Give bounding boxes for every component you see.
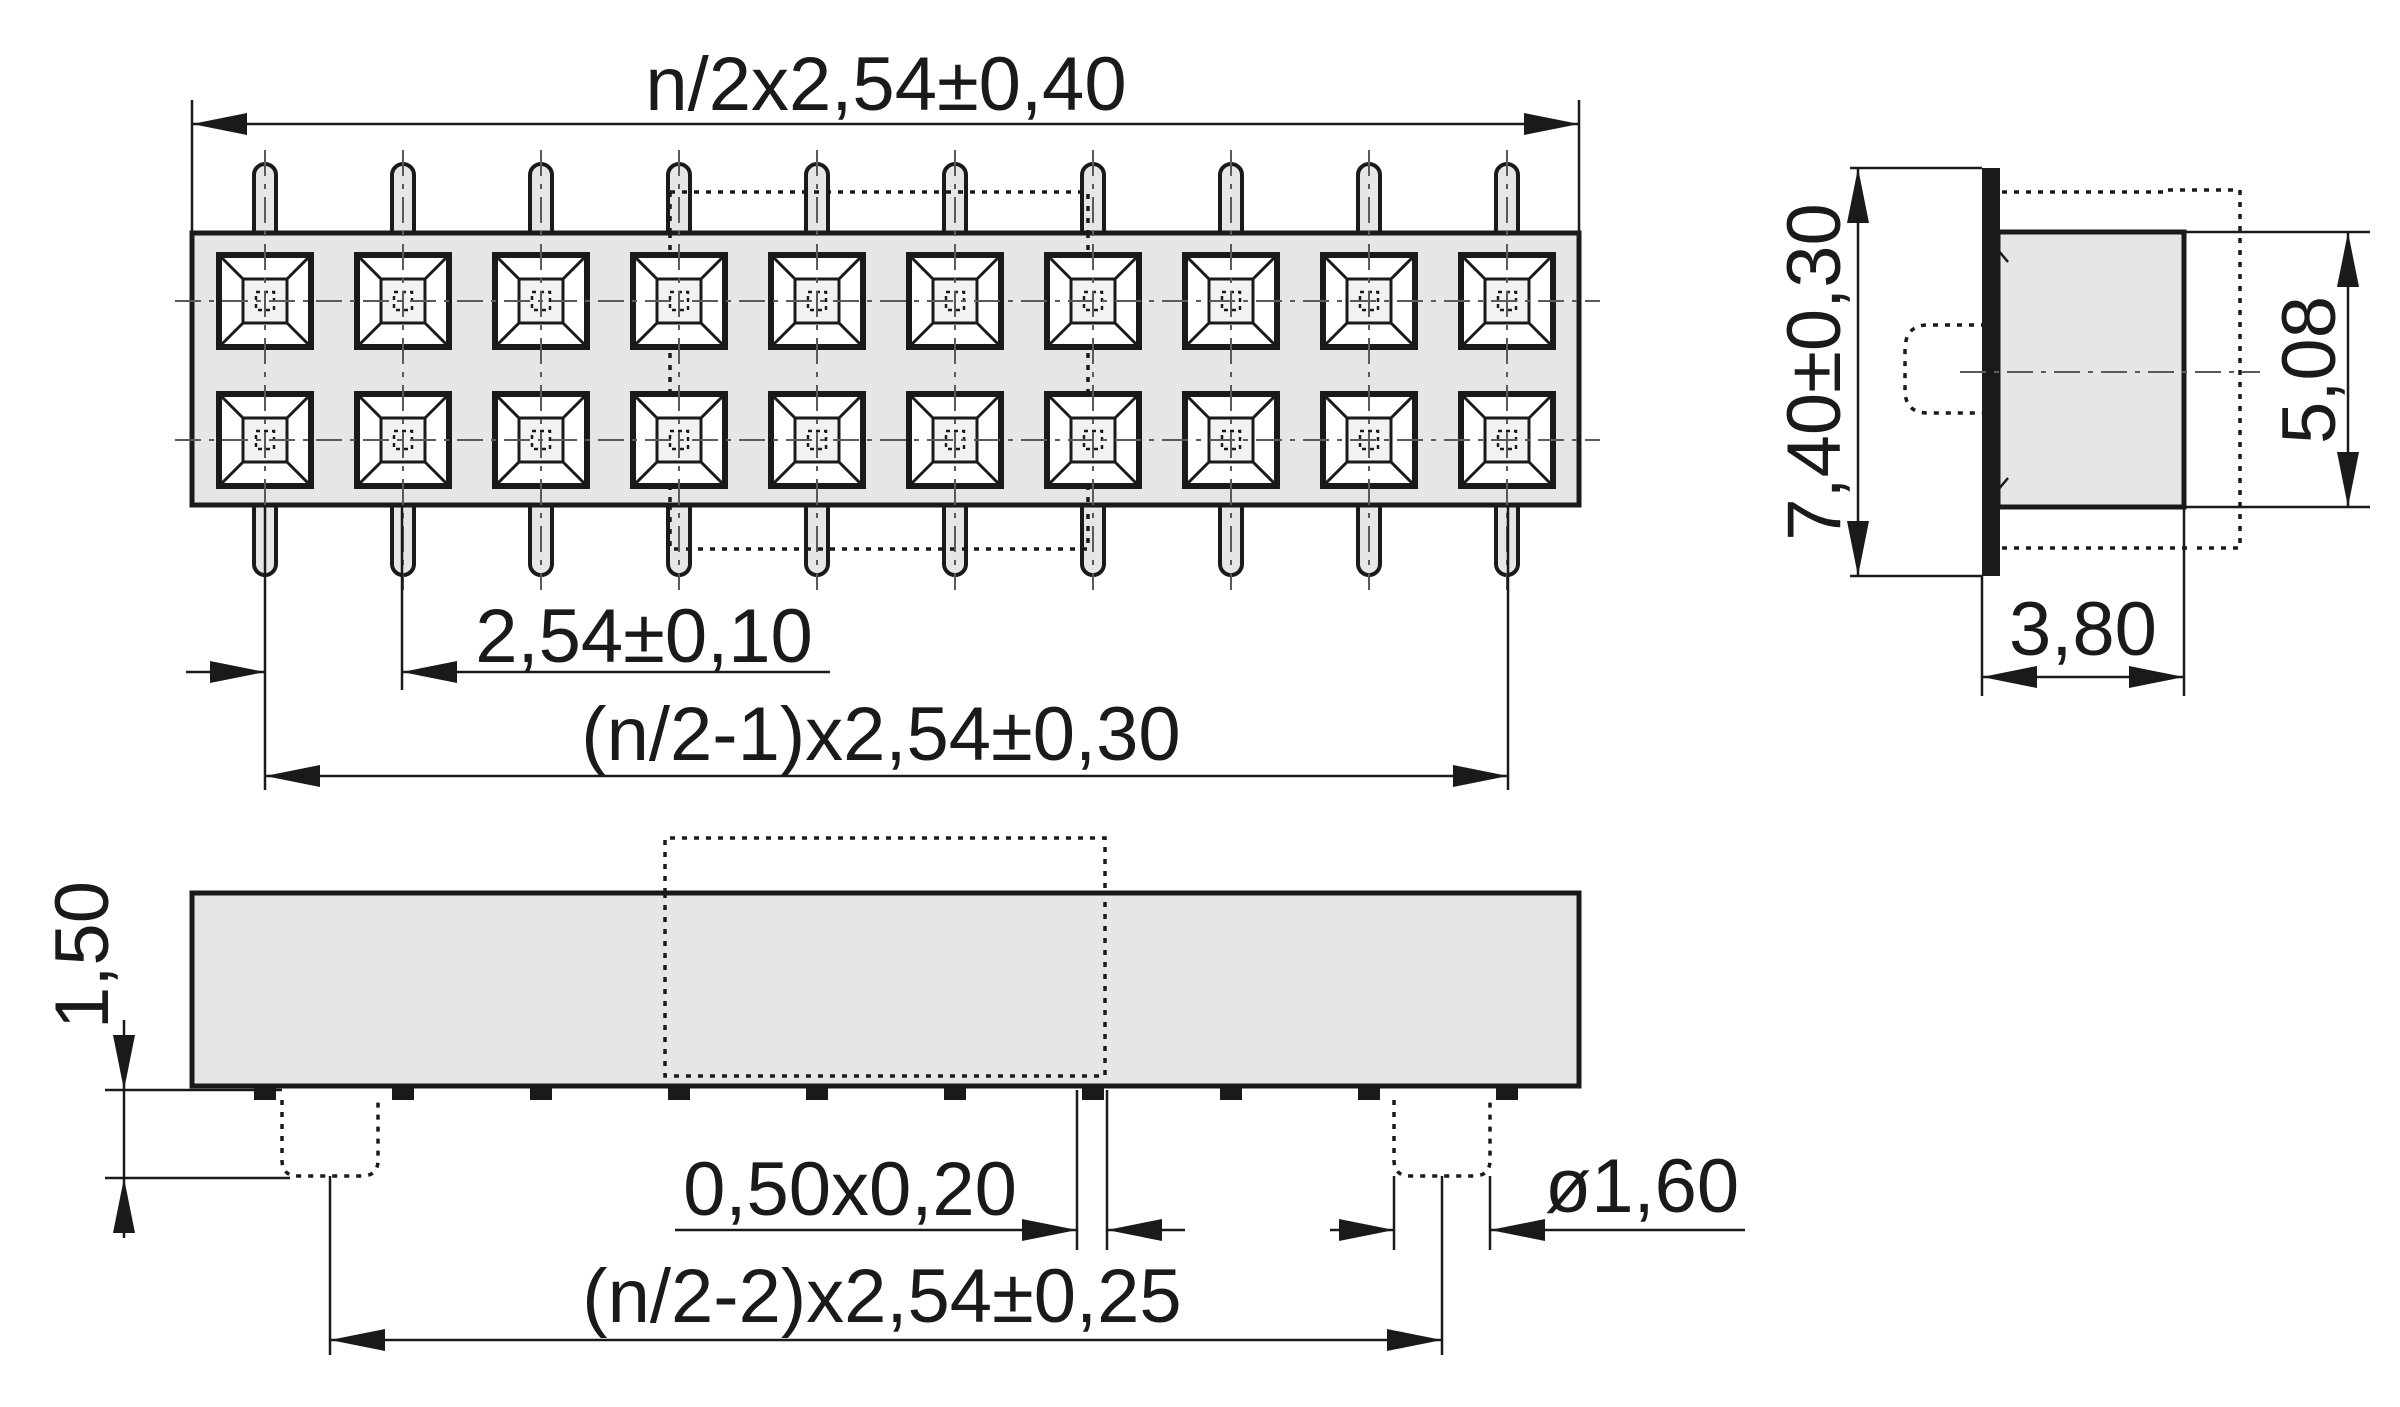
dim-body-height: 1,50 <box>40 881 290 1238</box>
side-view-plate <box>1982 168 2000 576</box>
dim-pcb-hole-text: ø1,60 <box>1545 1144 1739 1229</box>
dim-pin-size: 0,50x0,20 <box>675 1090 1185 1250</box>
pin-stub-8 <box>1220 1086 1242 1100</box>
dim-pin-size-text: 0,50x0,20 <box>683 1147 1017 1232</box>
top-view-hidden-outline <box>668 190 1090 551</box>
front-view-body <box>189 890 1582 1089</box>
pin-stub-7 <box>1082 1086 1104 1100</box>
dim-depth: 3,80 <box>1980 507 2186 696</box>
top-view: n/2x2,54±0,40 2,54±0,10 (n/2-1)x2,54±0,3… <box>175 42 1600 790</box>
dim-pitch: 2,54±0,10 <box>186 505 830 790</box>
pin-stub-10 <box>1496 1086 1518 1100</box>
dim-side-height: 7,40±0,30 <box>1772 166 1982 578</box>
front-view-hidden-outline <box>663 836 1107 893</box>
dim-pin-span-text: (n/2-1)x2,54±0,30 <box>581 692 1180 777</box>
dim-hole-span-text: (n/2-2)x2,54±0,25 <box>582 1254 1181 1339</box>
pin-stub-2 <box>392 1086 414 1100</box>
dim-pin-span: (n/2-1)x2,54±0,30 <box>265 505 1510 790</box>
pin-stub-1 <box>254 1086 276 1100</box>
dim-hole-span: (n/2-2)x2,54±0,25 <box>328 1176 1444 1355</box>
dim-side-height-text: 7,40±0,30 <box>1772 203 1857 541</box>
dim-depth-text: 3,80 <box>2009 587 2157 672</box>
dim-body-height-text: 1,50 <box>40 881 125 1029</box>
pin-stub-3 <box>530 1086 552 1100</box>
pcb-hole-left <box>280 1100 380 1178</box>
pcb-hole-right <box>1392 1100 1492 1178</box>
front-view-pin-stubs <box>254 1086 1518 1100</box>
side-view-housing <box>1995 229 2187 510</box>
dim-overall-length-text: n/2x2,54±0,40 <box>645 42 1126 127</box>
pin-stub-6 <box>944 1086 966 1100</box>
dim-row-spacing: 5,08 <box>2184 230 2370 509</box>
pin-stub-9 <box>1358 1086 1380 1100</box>
dim-pitch-text: 2,54±0,10 <box>475 594 813 679</box>
dim-pcb-hole: ø1,60 <box>1330 1144 1745 1250</box>
dim-overall-length: n/2x2,54±0,40 <box>190 42 1581 233</box>
pin-stub-4 <box>668 1086 690 1100</box>
dim-row-spacing-text: 5,08 <box>2267 296 2352 444</box>
side-view: 7,40±0,30 5,08 3,80 <box>1772 166 2370 696</box>
front-view: 1,50 0,50x0,20 ø1,60 <box>40 836 1745 1355</box>
pin-stub-5 <box>806 1086 828 1100</box>
